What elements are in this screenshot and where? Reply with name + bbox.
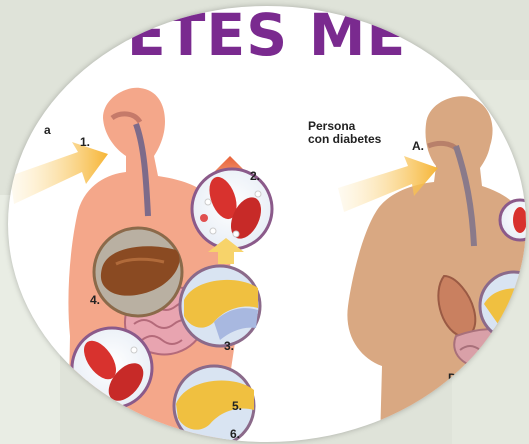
step-label-1: 1. xyxy=(80,136,90,149)
step-label-3: 3. xyxy=(224,340,234,353)
blood-cells-circle-bottom xyxy=(72,328,152,408)
slide-title: ETES ME xyxy=(8,6,526,70)
left-caption-fragment: a xyxy=(44,124,51,137)
step-label-4: 4. xyxy=(90,294,100,307)
oval-image-frame: ETES ME a 1. 2. 3. 4. 5. 6. Persona con … xyxy=(8,6,526,442)
step-label-A: A. xyxy=(412,140,424,153)
step-label-D: D. xyxy=(448,372,460,385)
step-label-5: 5. xyxy=(232,400,242,413)
right-body-silhouette xyxy=(347,96,526,442)
liver-circle xyxy=(94,228,182,316)
right-caption-line2: con diabetes xyxy=(308,133,381,146)
step-label-2: 2. xyxy=(250,170,260,183)
pancreas-circle-upper xyxy=(180,266,260,346)
step-label-6: 6. xyxy=(230,428,240,441)
